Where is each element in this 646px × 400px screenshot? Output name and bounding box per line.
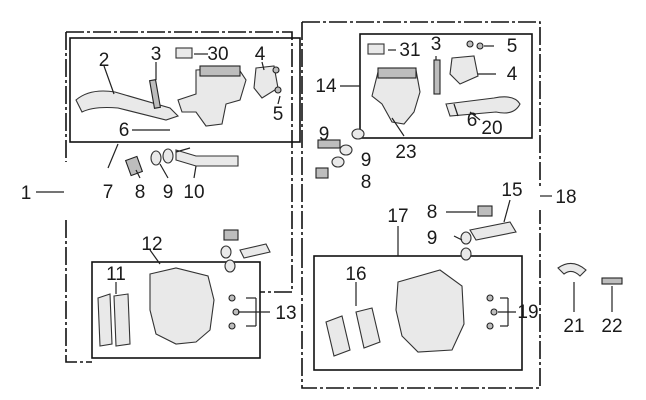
sticker-right <box>367 43 385 55</box>
washer-left-a <box>150 150 162 166</box>
callout-11: 11 <box>106 264 126 285</box>
callout-6: 6 <box>119 120 130 141</box>
callout-4-right: 4 <box>507 64 518 85</box>
callout-31: 31 <box>399 40 420 61</box>
callout-6-right: 6 <box>467 110 478 131</box>
brake-lever-right <box>445 96 521 117</box>
reservoir-cap-left <box>199 65 241 77</box>
banjo-bolt-left <box>124 155 144 177</box>
washer-left-b <box>162 148 174 164</box>
caliper-front <box>149 267 215 345</box>
master-cylinder-left <box>177 67 247 127</box>
hose-caliper-front <box>239 243 271 259</box>
washer-hose-right-b <box>460 247 472 261</box>
bolt-right-lower <box>315 167 329 179</box>
sticker-left <box>175 47 193 59</box>
banjo-bolt-caliper-front <box>223 229 239 241</box>
caliper-box-front <box>91 261 261 359</box>
callout-8-right-b: 8 <box>361 172 372 193</box>
caliper-rear <box>395 269 465 353</box>
callout-17: 17 <box>387 206 408 227</box>
washer-caliper-front-b <box>224 259 236 273</box>
callout-5-right: 5 <box>507 36 518 57</box>
callout-14: 14 <box>315 76 337 97</box>
pivot-bolt-left <box>148 79 162 109</box>
brake-lever-left <box>75 90 180 121</box>
master-cylinder-box-left <box>69 37 301 143</box>
washer-right-c <box>331 156 345 168</box>
callout-19: 19 <box>517 302 538 323</box>
bleeder-screw-front-a <box>228 294 236 302</box>
callout-10: 10 <box>183 182 204 203</box>
hose-clip <box>557 262 587 277</box>
tapping-screw <box>601 277 623 285</box>
callout-15: 15 <box>501 180 522 201</box>
master-cylinder-right <box>371 69 421 125</box>
banjo-bolt-right <box>317 139 341 149</box>
callout-3: 3 <box>151 44 162 65</box>
callout-4: 4 <box>255 44 266 65</box>
callout-9-right-b: 9 <box>361 150 372 171</box>
callout-9-right: 9 <box>319 124 330 145</box>
callout-2: 2 <box>99 50 110 71</box>
group-frames <box>65 21 541 389</box>
part-drawings <box>75 40 623 357</box>
washer-caliper-front-a <box>220 245 232 259</box>
clamp-screw-left-1 <box>272 66 280 74</box>
callout-20: 20 <box>481 118 502 139</box>
washer-hose-right-a <box>460 231 472 245</box>
callout-7: 7 <box>103 182 114 203</box>
callout-30: 30 <box>207 44 228 65</box>
callout-21: 21 <box>563 316 584 337</box>
left-group-outline <box>66 31 293 293</box>
clamp-right <box>449 55 479 85</box>
brake-hose-left <box>175 149 239 167</box>
brake-pad-right-a <box>325 315 351 357</box>
clamp-screw-right-1 <box>466 40 474 48</box>
brake-pad-left-b <box>113 293 131 347</box>
clamp-screw-left-2 <box>274 86 282 94</box>
banjo-bolt-hose-right <box>477 205 493 217</box>
callout-22: 22 <box>601 316 622 337</box>
leader-lines <box>36 45 613 327</box>
right-group-outline-3 <box>301 210 541 389</box>
callout-5: 5 <box>273 104 284 125</box>
callout-13: 13 <box>275 303 296 324</box>
callout-1: 1 <box>21 183 32 204</box>
callout-18: 18 <box>555 187 576 208</box>
reservoir-cap-right <box>377 67 417 79</box>
washer-right-a <box>351 128 365 140</box>
callout-3-right: 3 <box>431 34 442 55</box>
left-group-outline-3 <box>65 220 92 363</box>
brake-pad-left-a <box>97 293 113 347</box>
callout-12: 12 <box>141 234 162 255</box>
callout-labels: 1 2 3 30 4 5 6 7 8 9 10 11 12 13 14 31 3… <box>21 34 623 337</box>
caliper-box-rear <box>313 255 523 371</box>
callout-16: 16 <box>345 264 366 285</box>
callout-9-hose: 9 <box>427 228 438 249</box>
right-group-outline <box>302 21 541 188</box>
callout-8: 8 <box>135 182 146 203</box>
callout-9: 9 <box>163 182 174 203</box>
brake-hose-right <box>469 221 517 241</box>
bleeder-screw-rear-a <box>486 294 494 302</box>
brake-pad-right-b <box>355 307 381 349</box>
bleeder-screw-rear-c <box>486 322 494 330</box>
bleeder-screw-front-c <box>228 322 236 330</box>
clamp-screw-right-2 <box>476 42 484 50</box>
pivot-bolt-right <box>433 59 441 95</box>
bleeder-screw-rear-b <box>490 308 498 316</box>
clamp-left <box>253 65 279 99</box>
callout-8-hose: 8 <box>427 202 438 223</box>
callout-23: 23 <box>395 142 416 163</box>
washer-right-b <box>339 144 353 156</box>
